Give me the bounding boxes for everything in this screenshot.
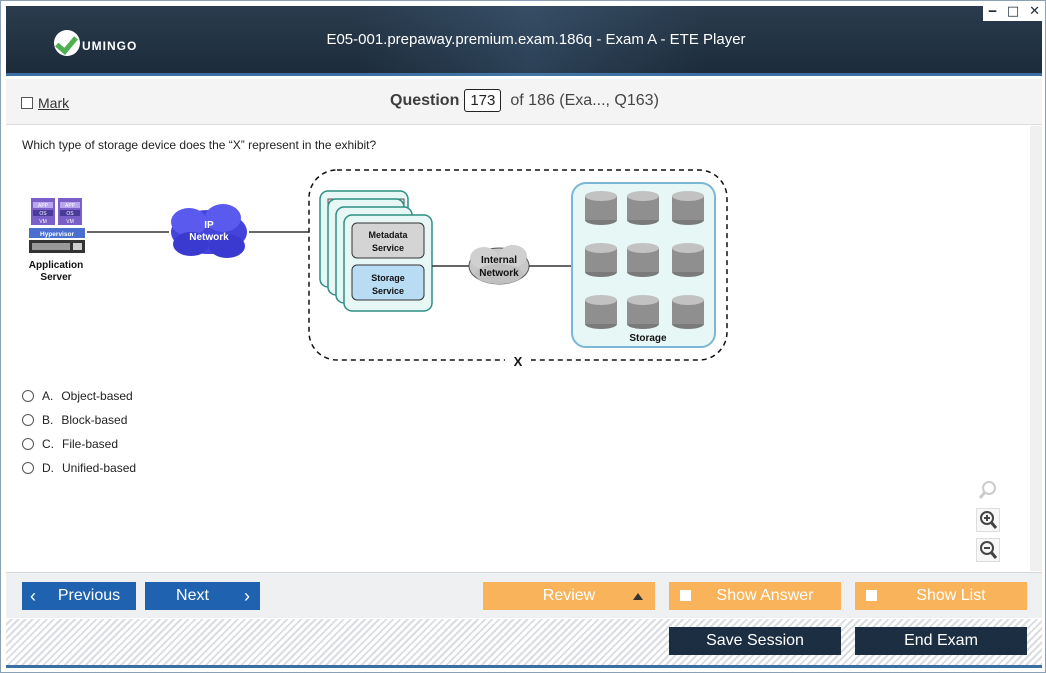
app-label-2: APP xyxy=(65,203,76,209)
option-a[interactable]: A. Object-based xyxy=(22,384,136,408)
zoom-in-icon[interactable] xyxy=(976,508,1000,532)
checkbox-icon[interactable] xyxy=(21,97,33,109)
disk-icon xyxy=(585,295,617,329)
checkbox-icon[interactable] xyxy=(866,590,877,601)
question-text: Which type of storage device does the “X… xyxy=(22,138,377,152)
storage-nodes: Metadata Service Storage Service xyxy=(319,190,433,312)
ip-network-label-1: IP xyxy=(204,220,214,231)
x-label: X xyxy=(514,354,523,369)
server-label-2: Server xyxy=(40,272,71,283)
disk-icon xyxy=(585,191,617,225)
vm-label-1: VM xyxy=(39,219,47,225)
question-label: Question xyxy=(390,91,460,109)
radio-icon[interactable] xyxy=(22,390,34,402)
footer-bar: Save Session End Exam xyxy=(6,619,1042,668)
app-label-1: APP xyxy=(38,203,49,209)
disk-icon xyxy=(627,295,659,329)
option-b[interactable]: B. Block-based xyxy=(22,408,136,432)
scrollbar[interactable] xyxy=(1030,126,1042,571)
checkbox-icon[interactable] xyxy=(680,590,691,601)
metadata-service-label-1: Metadata xyxy=(368,230,408,240)
window-controls: ‒ □ ✕ xyxy=(983,1,1045,21)
ip-network-cloud: IP Network xyxy=(171,204,247,258)
triangle-up-icon xyxy=(633,593,643,600)
metadata-service-label-2: Service xyxy=(372,243,404,253)
os-label-1: OS xyxy=(39,211,47,217)
chevron-right-icon: › xyxy=(244,585,250,606)
radio-icon[interactable] xyxy=(22,438,34,450)
question-number-input[interactable]: 173 xyxy=(464,89,502,112)
mark-label: Mark xyxy=(38,95,70,111)
answer-options: A. Object-based B. Block-based C. File-b… xyxy=(22,384,136,480)
minimize-icon[interactable]: ‒ xyxy=(987,3,997,19)
mark-checkbox[interactable]: Mark xyxy=(21,95,69,111)
title-bar: UMINGO E05-001.prepaway.premium.exam.186… xyxy=(6,6,1042,76)
maximize-icon[interactable]: □ xyxy=(1006,3,1020,19)
storage-label: Storage xyxy=(629,333,667,344)
option-d[interactable]: D. Unified-based xyxy=(22,456,136,480)
ip-network-label-2: Network xyxy=(189,232,229,243)
question-counter: Question 173 of 186 (Exa..., Q163) xyxy=(390,89,659,112)
next-button[interactable]: Next › xyxy=(145,582,260,610)
os-label-2: OS xyxy=(66,211,74,217)
chevron-left-icon: ‹ xyxy=(30,585,36,606)
exhibit-diagram: APP APP OS OS VM VM Hypervisor Applicati… xyxy=(29,169,728,369)
end-exam-button[interactable]: End Exam xyxy=(855,627,1027,655)
hypervisor-label: Hypervisor xyxy=(40,231,74,238)
application-server: APP APP OS OS VM VM Hypervisor Applicati… xyxy=(29,198,85,283)
check-logo-icon xyxy=(54,30,80,56)
app-logo: UMINGO xyxy=(54,28,137,58)
save-session-button[interactable]: Save Session xyxy=(669,627,841,655)
internal-network-label-1: Internal xyxy=(481,255,517,266)
disk-icon xyxy=(672,295,704,329)
vm-label-2: VM xyxy=(66,219,74,225)
zoom-out-icon[interactable] xyxy=(976,538,1000,562)
disk-icon xyxy=(627,243,659,277)
zoom-controls xyxy=(976,478,1000,568)
question-content: Which type of storage device does the “X… xyxy=(6,126,1042,571)
window-title: E05-001.prepaway.premium.exam.186q - Exa… xyxy=(326,31,746,48)
x-boundary xyxy=(308,169,728,361)
show-answer-button[interactable]: Show Answer xyxy=(669,582,841,610)
show-list-button[interactable]: Show List xyxy=(855,582,1027,610)
zoom-reset-icon[interactable] xyxy=(976,478,1000,502)
nav-bar: ‹ Previous Next › Review Show Answer Sho… xyxy=(6,572,1042,618)
server-label-1: Application xyxy=(29,260,83,271)
previous-button[interactable]: ‹ Previous xyxy=(22,582,136,610)
disk-icon xyxy=(585,243,617,277)
disk-icon xyxy=(672,191,704,225)
question-header: Mark Question 173 of 186 (Exa..., Q163) xyxy=(6,79,1042,125)
storage-array: Storage xyxy=(571,182,716,348)
review-button[interactable]: Review xyxy=(483,582,655,610)
radio-icon[interactable] xyxy=(22,462,34,474)
disk-icon xyxy=(672,243,704,277)
internal-network-label-2: Network xyxy=(479,268,519,279)
logo-text: UMINGO xyxy=(82,39,138,53)
question-of-label: of 186 (Exa..., Q163) xyxy=(510,91,659,109)
option-c[interactable]: C. File-based xyxy=(22,432,136,456)
storage-service-label-1: Storage xyxy=(371,273,405,283)
disk-icon xyxy=(627,191,659,225)
radio-icon[interactable] xyxy=(22,414,34,426)
storage-service-label-2: Service xyxy=(372,286,404,296)
internal-network-cloud: Internal Network xyxy=(468,245,530,285)
close-icon[interactable]: ✕ xyxy=(1029,3,1041,19)
